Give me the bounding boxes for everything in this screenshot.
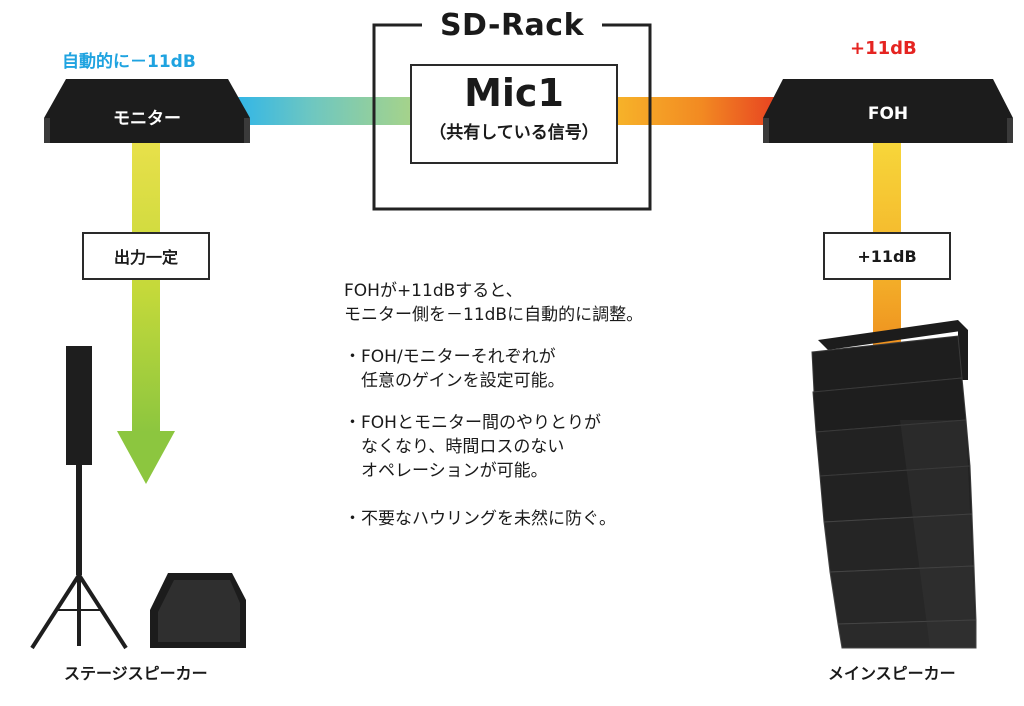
stage-column-speaker (30, 346, 128, 650)
mic-subtitle: （共有している信号） (429, 123, 599, 143)
monitor-output-arrowhead (117, 431, 175, 484)
foh-console-label: FOH (867, 104, 909, 124)
rack-title: SD-Rack (422, 8, 602, 43)
bullet-2-line-1: ・FOHとモニター間のやりとりが (344, 413, 601, 433)
summary-line-1: FOHが+11dBすると、 (344, 281, 523, 301)
foh-signal-line (612, 97, 790, 125)
foh-console (763, 79, 1013, 143)
bullet-1-line-2: 任意のゲインを設定可能。 (344, 371, 565, 391)
foh-output-box: +11dB (823, 232, 951, 280)
foh-gain-label: +11dB (850, 38, 917, 59)
stage-wedge-speaker (150, 573, 246, 648)
monitor-output-shaft (132, 143, 160, 433)
bullet-3-line-1: ・不要なハウリングを未然に防ぐ。 (344, 509, 616, 529)
stage-speaker-caption: ステージスピーカー (64, 664, 208, 683)
monitor-console (44, 79, 250, 143)
bullet-2-line-2: なくなり、時間ロスのない (344, 437, 565, 457)
bullet-2-line-3: オペレーションが可能。 (344, 461, 548, 481)
bullet-1-line-1: ・FOH/モニターそれぞれが (344, 347, 556, 367)
monitor-signal-line (232, 97, 412, 125)
mic-signal-box: Mic1 （共有している信号） (410, 64, 618, 164)
main-speaker-caption: メインスピーカー (828, 664, 956, 683)
mic-title: Mic1 (464, 71, 564, 115)
monitor-gain-label: 自動的に－11dB (62, 52, 196, 72)
main-line-array (811, 320, 977, 649)
monitor-console-label: モニター (113, 109, 181, 129)
summary-line-2: モニター側を－11dBに自動的に調整。 (344, 305, 644, 325)
monitor-output-box: 出力一定 (82, 232, 210, 280)
rack-frame (372, 23, 652, 211)
